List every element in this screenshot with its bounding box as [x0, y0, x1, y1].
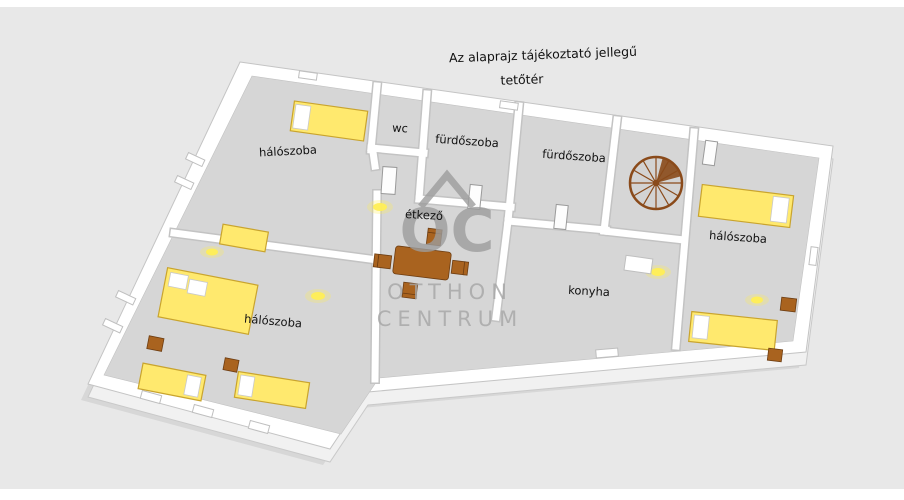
- room-labels: hálószoba wc fürdőszoba fürdőszoba étkez…: [244, 121, 768, 331]
- window-icon: [191, 403, 215, 419]
- watermark-word-2: CENTRUM: [377, 307, 524, 331]
- chair-icon: [401, 281, 419, 300]
- light-glow-icon: [367, 200, 393, 214]
- door-icon: [380, 166, 398, 195]
- bed-bottom-single-2: [233, 370, 311, 410]
- nightstand-icon: [222, 357, 240, 373]
- dining-table-set: [372, 227, 470, 300]
- watermark-logo: OC OTTHON CENTRUM: [377, 169, 524, 331]
- window-icon: [247, 419, 271, 435]
- label-bedroom-top-left: hálószoba: [259, 142, 318, 159]
- dining-table: [392, 245, 452, 281]
- bed-top-left: [289, 100, 369, 142]
- light-glow-icon: [745, 294, 769, 306]
- label-bedroom-bottom-left: hálószoba: [244, 312, 303, 331]
- bed-bottom-double: [157, 266, 259, 336]
- label-wc: wc: [392, 121, 408, 136]
- windows: [101, 70, 819, 435]
- kitchen-counter: [623, 254, 654, 275]
- watermark-monogram: OC: [399, 196, 494, 266]
- door-icon: [553, 203, 569, 231]
- floor-lights: [200, 200, 769, 306]
- window-icon: [173, 174, 195, 191]
- window-icon: [101, 317, 124, 334]
- bed-right-top: [697, 183, 795, 229]
- label-kitchen: konyha: [568, 283, 610, 299]
- window-icon: [808, 246, 819, 266]
- disclaimer-text: Az alaprajz tájékoztató jellegű tetőtér: [449, 44, 638, 88]
- nightstand-icon: [766, 347, 784, 363]
- bed-bottom-single-1: [137, 362, 207, 402]
- label-bathroom-1: fürdőszoba: [435, 132, 499, 150]
- bed-right-bottom: [688, 310, 778, 352]
- label-dining: étkező: [405, 207, 444, 223]
- light-glow-icon: [305, 289, 331, 303]
- watermark-word-1: OTTHON: [387, 280, 513, 304]
- nightstand-icon: [779, 296, 798, 313]
- window-icon: [595, 347, 619, 359]
- window-icon: [114, 289, 137, 306]
- disclaimer-line-2: tetőtér: [500, 71, 544, 88]
- window-icon: [139, 389, 163, 405]
- window-icon: [297, 70, 318, 81]
- window-icon: [184, 151, 206, 168]
- watermark-roof-icon: [418, 169, 476, 209]
- doors: [380, 139, 719, 231]
- label-bedroom-right: hálószoba: [709, 228, 768, 246]
- spiral-staircase: [628, 155, 684, 211]
- nightstand-icon: [146, 335, 165, 352]
- window-icon: [498, 100, 519, 111]
- chair-icon: [425, 227, 443, 247]
- light-glow-icon: [200, 246, 224, 258]
- sofa-top-left: [218, 223, 270, 253]
- label-bathroom-2: fürdőszoba: [542, 147, 606, 165]
- chair-icon: [372, 253, 393, 270]
- disclaimer-line-1: Az alaprajz tájékoztató jellegű: [449, 44, 638, 66]
- door-icon: [701, 139, 719, 167]
- chair-icon: [450, 259, 470, 276]
- interior-walls: [170, 82, 698, 383]
